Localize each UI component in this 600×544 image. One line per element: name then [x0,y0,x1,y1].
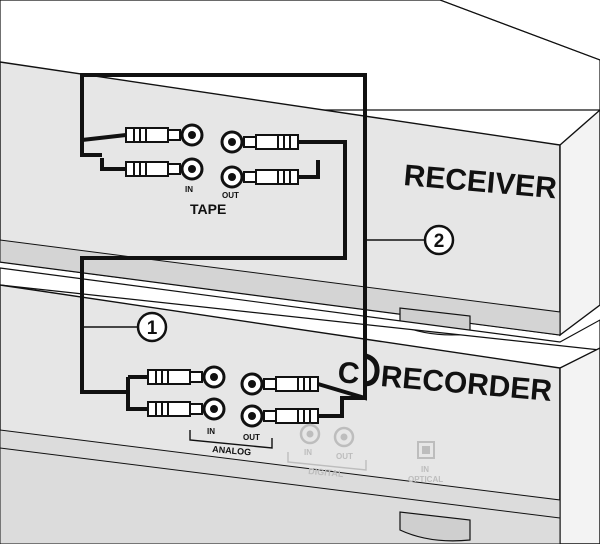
rca-plug-tape-top-right [243,134,299,150]
rca-plug-analog-bottom-right [263,408,319,424]
jack-digital-in [299,423,321,445]
cable-2-bottom-branch [318,396,365,418]
recorder-label-d-partial [363,353,380,387]
rca-plug-tape-bottom-left [125,161,181,177]
rca-plug-tape-top-left [125,127,181,143]
callout-1-circle [136,311,168,343]
cable-2-inner [100,158,126,171]
optical-label: OPTICAL [408,475,443,484]
digital-out-label: OUT [336,452,353,461]
optical-in-label: IN [421,465,429,474]
rca-plug-tape-bottom-right [243,169,299,185]
tape-out-label: OUT [222,191,239,200]
analog-in-label: IN [207,427,215,436]
callout-1-number: 1 [147,318,158,339]
recorder-side-face [559,347,600,544]
analog-out-label: OUT [243,433,260,442]
cable-1-top-branch [298,160,320,179]
optical-port [417,441,435,459]
digital-bracket [287,452,367,471]
recorder-digital-jacks: IN OUT DIGITAL IN OPTICAL [287,423,443,484]
cable-1-route [80,140,347,411]
callout-2-number: 2 [434,231,445,252]
rca-plug-analog-top-right [263,376,319,392]
jack-digital-out [333,426,355,448]
tape-label: TAPE [190,201,226,217]
tape-in-label: IN [185,185,193,194]
recorder-analog-jacks: IN OUT ANALOG [147,365,319,457]
receiver-side-face [559,109,600,337]
analog-label: ANALOG [212,444,252,457]
rca-plug-analog-bottom-left [147,401,203,417]
recorder-foot [399,511,471,542]
callout-2: 2 [367,224,455,256]
digital-in-label: IN [304,448,312,457]
callout-2-circle [423,224,455,256]
cable-2-outer [80,73,367,401]
rca-plug-analog-top-left [147,369,203,385]
recorder-label-c: C [336,356,360,391]
analog-bracket [189,430,273,449]
receiver-top-face [0,0,600,111]
cables [80,73,367,418]
callout-1: 1 [84,311,168,343]
digital-label: DIGITAL [308,466,345,479]
